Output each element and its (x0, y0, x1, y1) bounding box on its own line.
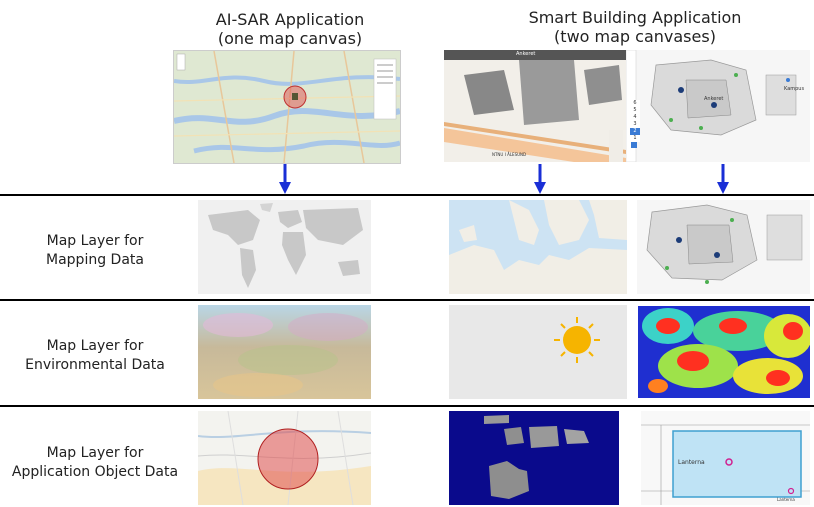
row-label-environmental-line1: Map Layer for (46, 338, 144, 354)
search-area-circle (257, 428, 319, 490)
zoom-level-2[interactable]: 2 (630, 128, 640, 135)
arrow-down-icon (534, 164, 546, 194)
sun-weather-layer (449, 305, 627, 399)
zoom-level-3[interactable]: 3 (633, 121, 637, 127)
zoom-level-5[interactable]: 5 (633, 107, 637, 113)
smart-building-title: Smart Building Application (528, 8, 742, 27)
campus-label: NTNU I ÅLESUND (492, 152, 527, 157)
room-highlight-layer: Lanterna Lanterna (641, 411, 810, 505)
building-objects-layer (449, 411, 619, 505)
zoom-level-control[interactable]: 6 5 4 3 2 1 (630, 100, 640, 142)
zoom-level-6[interactable]: 6 (633, 100, 637, 106)
separator-line-3 (0, 405, 814, 407)
row-label-environmental-line2: Environmental Data (25, 357, 165, 373)
search-area-circle (283, 85, 307, 109)
room-label: Lanterna (678, 459, 705, 466)
ai-sar-title: AI-SAR Application (215, 10, 365, 29)
indoor-label-2: Kampus (784, 86, 805, 92)
row-label-mapping-line1: Map Layer for (46, 233, 144, 249)
smart-building-subtitle: (two map canvases) (554, 27, 716, 46)
arrow-down-icon (717, 164, 729, 194)
row-label-application-object-line2: Application Object Data (11, 464, 179, 480)
smart-building-outdoor-screenshot: Ankeret NTNU I ÅLESUND (444, 50, 626, 162)
zoom-level-4[interactable]: 4 (633, 114, 637, 120)
weather-overlay-layer (198, 305, 371, 399)
separator-line-2 (0, 299, 814, 301)
indoor-label: Ankeret (704, 96, 724, 102)
zoom-level-1[interactable]: 1 (633, 135, 637, 141)
room-label-bottom: Lanterna (777, 497, 795, 502)
ai-sar-header: AI-SAR Application (one map canvas) (170, 10, 410, 48)
outdoor-popup-label: Ankeret (516, 51, 536, 57)
separator-line-1 (0, 194, 814, 196)
row-label-mapping: Map Layer for Mapping Data (0, 232, 190, 270)
row-label-application-object: Map Layer for Application Object Data (0, 444, 190, 482)
smart-building-indoor-screenshot: Ankeret Kampus (626, 50, 810, 162)
world-map-layer (198, 200, 371, 294)
smart-building-header: Smart Building Application (two map canv… (500, 8, 770, 46)
arrow-down-icon (279, 164, 291, 194)
ai-sar-subtitle: (one map canvas) (217, 29, 363, 48)
sun-icon (563, 326, 591, 354)
europe-map-layer (449, 200, 627, 294)
row-label-application-object-line1: Map Layer for (46, 445, 144, 461)
row-label-environmental: Map Layer for Environmental Data (0, 337, 190, 375)
search-area-layer (198, 411, 371, 505)
row-label-mapping-line2: Mapping Data (46, 252, 144, 268)
indoor-plan-layer (637, 200, 810, 294)
heatmap-layer (638, 306, 810, 398)
ai-sar-app-screenshot (173, 50, 401, 164)
